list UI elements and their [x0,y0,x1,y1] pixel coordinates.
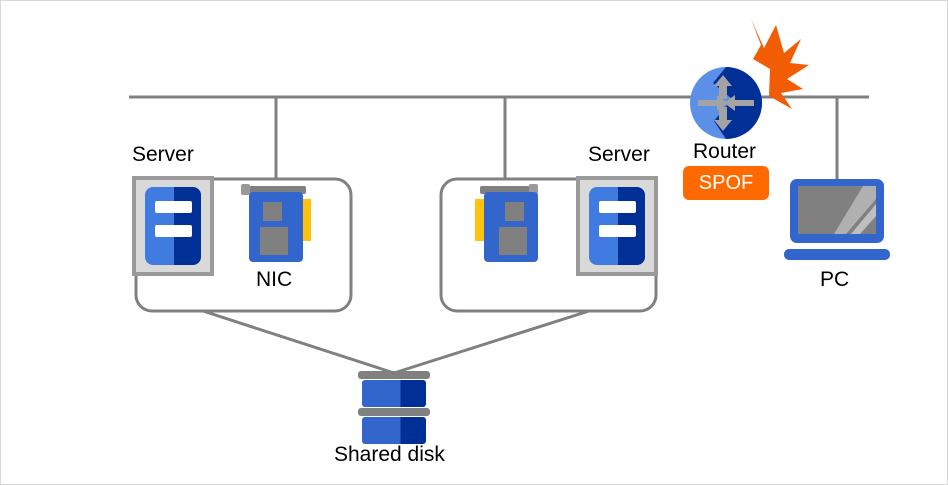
label-router: Router [693,140,757,163]
disk-mid-bar [358,408,430,416]
disk-platter-bottom [362,417,426,444]
shared-disk-links [202,309,590,375]
nic-card-right [475,184,538,262]
server-tower-icon [576,176,658,276]
link-server-right-to-disk [393,309,590,375]
disk-platter-top [362,380,426,407]
lightning-burst-icon [751,19,809,109]
nic-card-left [241,184,311,262]
pc-base [784,249,890,260]
label-pc: PC [820,268,850,291]
pc-screen-glare2 [851,204,876,234]
status-badge-spof[interactable]: SPOF [683,166,769,200]
pc-screen-glare [834,186,876,234]
server-right[interactable] [439,176,658,313]
router-arrows-icon [698,75,754,131]
label-nic: NIC [256,268,293,291]
link-server-left-to-disk [202,309,395,375]
disk-top-bar [358,371,430,379]
shared-disk[interactable] [358,371,430,444]
pc[interactable] [784,179,890,260]
label-shared-disk: Shared disk [334,443,445,466]
router[interactable] [690,19,809,139]
server-tower-icon [132,176,214,276]
label-server-left: Server [132,143,194,166]
server-left[interactable] [132,176,353,313]
label-server-right: Server [588,143,650,166]
